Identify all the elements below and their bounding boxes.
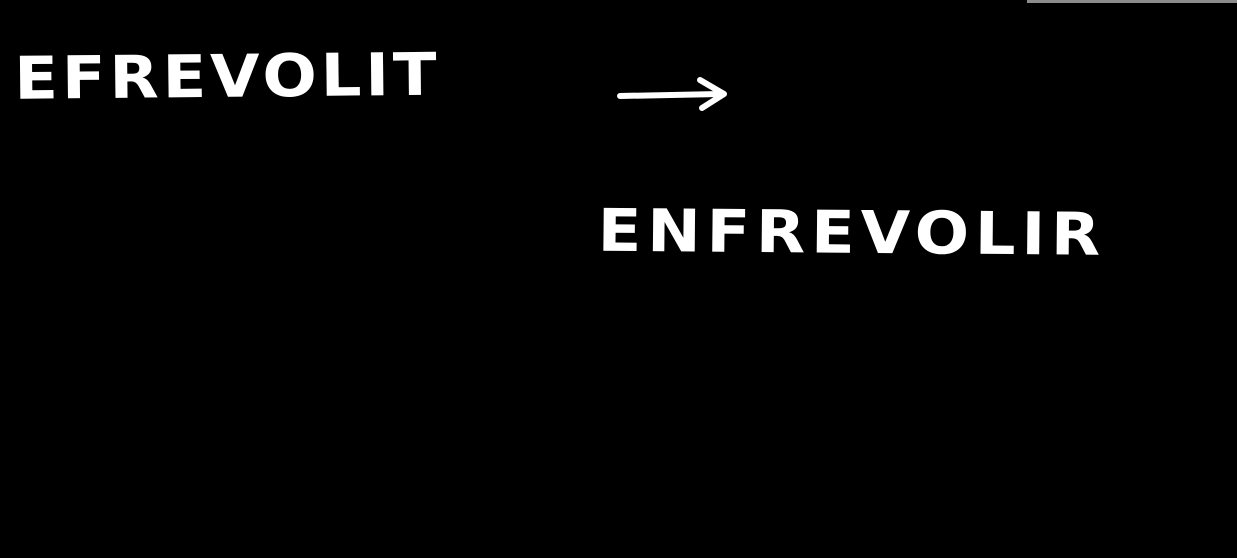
target-word: ENFREVOLIR [597,197,1107,270]
edge-scratch-mark [1027,0,1237,3]
right-arrow-icon [617,77,727,111]
source-word: EFREVOLIT [13,41,441,114]
